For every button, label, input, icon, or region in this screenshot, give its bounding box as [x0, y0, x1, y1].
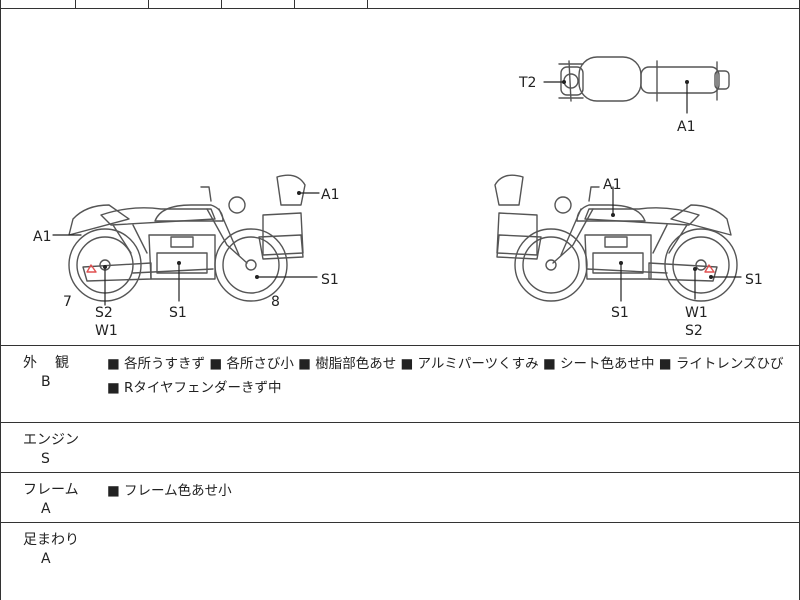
section-grade: S	[41, 451, 50, 467]
header-cell	[295, 0, 368, 8]
label-s2: S2	[685, 323, 703, 339]
header-cell	[76, 0, 149, 8]
label-a1: A1	[321, 187, 339, 203]
marker-dot	[685, 80, 689, 84]
tire-damage-marker	[704, 264, 715, 273]
label-w1: W1	[95, 323, 118, 339]
marker-dot	[619, 261, 623, 265]
section-name: 足まわり	[23, 532, 79, 548]
label-8: 8	[271, 294, 280, 310]
tire-damage-marker	[86, 264, 97, 273]
damage-diagram: T2 A1 A1 A1 S1 S1 7 8 S2 W1 A1 S1 S1 W1 …	[1, 9, 799, 346]
left-view-bike	[68, 174, 306, 302]
label-s1: S1	[745, 272, 763, 288]
label-w1: W1	[685, 305, 708, 321]
section-name: 外観	[23, 355, 87, 371]
section-notes: ■ 各所うすきず ■ 各所さび小 ■ 樹脂部色あせ ■ アルミパーツくすみ ■ …	[107, 356, 784, 396]
header-cell	[149, 0, 222, 8]
right-view-bike	[494, 174, 738, 302]
section-suspension: 足まわり A	[1, 523, 799, 600]
header-cell	[222, 0, 295, 8]
marker-dot	[693, 267, 697, 271]
top-view-leaders	[543, 81, 688, 114]
section-exterior: 外観 B ■ 各所うすきず ■ 各所さび小 ■ 樹脂部色あせ ■ アルミパーツく…	[1, 346, 799, 423]
section-grade: B	[41, 374, 51, 390]
label-s1: S1	[611, 305, 629, 321]
section-frame: フレーム A ■ フレーム色あせ小	[1, 473, 799, 523]
section-name: フレーム	[23, 482, 79, 498]
label-7: 7	[63, 294, 72, 310]
right-view-leaders	[612, 186, 742, 302]
header-strip	[1, 0, 799, 9]
section-grade: A	[41, 501, 51, 517]
label-a1: A1	[603, 177, 621, 193]
label-s1: S1	[321, 272, 339, 288]
marker-dot	[177, 261, 181, 265]
label-t2: T2	[518, 75, 536, 91]
top-view-bike	[558, 56, 730, 102]
marker-dot	[709, 275, 713, 279]
marker-dot	[562, 80, 566, 84]
section-name: エンジン	[23, 432, 79, 448]
marker-dot	[103, 265, 107, 269]
marker-dot	[255, 275, 259, 279]
section-engine: エンジン S	[1, 423, 799, 473]
label-a1: A1	[677, 119, 695, 135]
section-grade: A	[41, 551, 51, 567]
motorcycle-diagram: T2 A1 A1 A1 S1 S1 7 8 S2 W1 A1 S1 S1 W1 …	[33, 56, 763, 339]
marker-dot	[611, 213, 615, 217]
label-s1: S1	[169, 305, 187, 321]
section-notes: ■ フレーム色あせ小	[107, 483, 232, 499]
left-view-leaders	[52, 192, 320, 306]
label-s2: S2	[95, 305, 113, 321]
header-cell	[1, 0, 76, 8]
label-a1: A1	[33, 229, 51, 245]
marker-dot	[297, 191, 301, 195]
